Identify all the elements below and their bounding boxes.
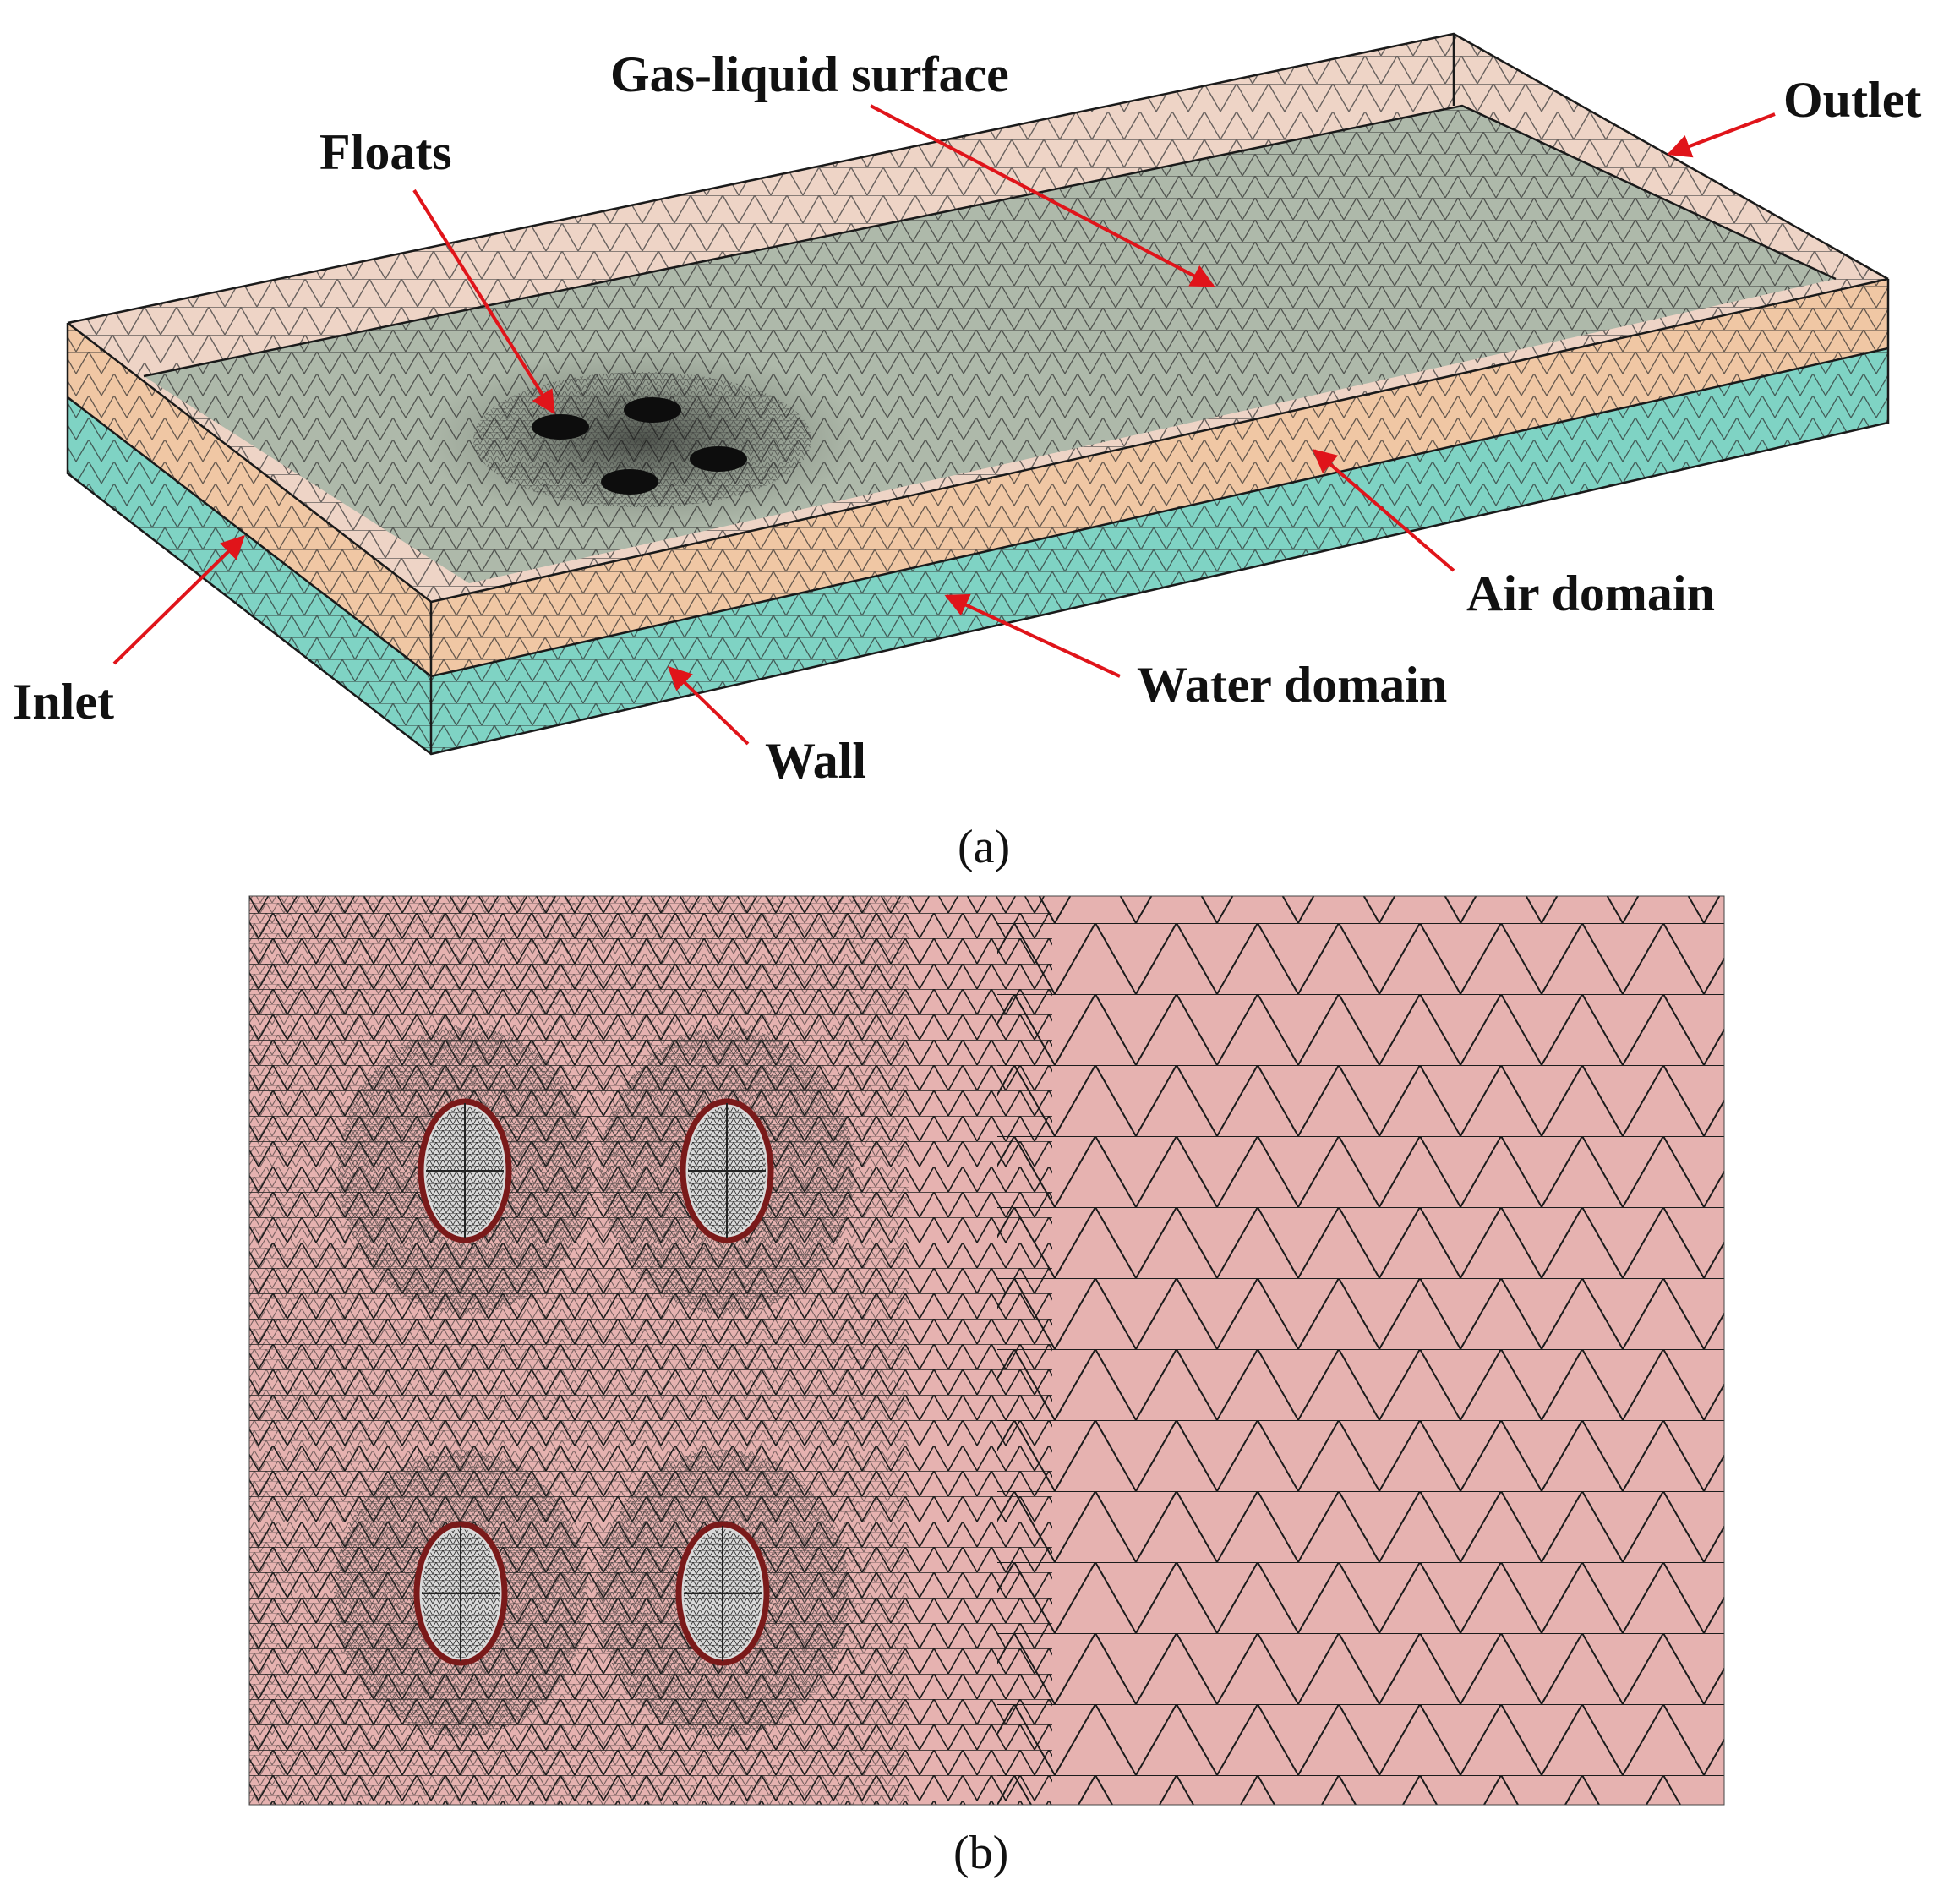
float-top-2 (680, 1098, 774, 1243)
arrow-inlet (112, 535, 245, 665)
panel-b-mesh-top-view: (b) (248, 895, 1725, 1879)
caption-a: (a) (958, 821, 1010, 873)
arrow-outlet (1667, 112, 1776, 158)
panel-a-labels: Floats Gas-liquid surface Outlet Inlet A… (13, 46, 1921, 873)
arrow-water-domain (944, 593, 1121, 678)
float-top-1 (418, 1098, 512, 1243)
float-3 (690, 446, 747, 472)
float-2 (624, 397, 681, 423)
floats-group (532, 397, 747, 495)
panel-a-3d-domain (66, 32, 1890, 756)
arrow-gas-liquid (870, 104, 1215, 287)
float-1 (532, 414, 589, 440)
label-outlet: Outlet (1783, 72, 1921, 128)
float-4 (601, 469, 658, 495)
label-inlet: Inlet (13, 674, 114, 730)
label-air-domain: Air domain (1466, 566, 1715, 621)
caption-b: (b) (953, 1827, 1008, 1879)
arrow-wall (667, 666, 750, 746)
float-top-3 (413, 1521, 508, 1666)
arrow-air-domain (1312, 449, 1455, 572)
label-wall: Wall (765, 733, 866, 789)
label-gas-liquid-surface: Gas-liquid surface (610, 46, 1009, 102)
float-top-4 (675, 1521, 770, 1666)
domain-edges (66, 32, 1890, 756)
floats-top-view (413, 1098, 774, 1666)
arrow-floats (412, 189, 555, 415)
label-floats: Floats (319, 124, 452, 180)
panel-a-arrows (112, 104, 1776, 746)
label-water-domain: Water domain (1137, 657, 1447, 713)
